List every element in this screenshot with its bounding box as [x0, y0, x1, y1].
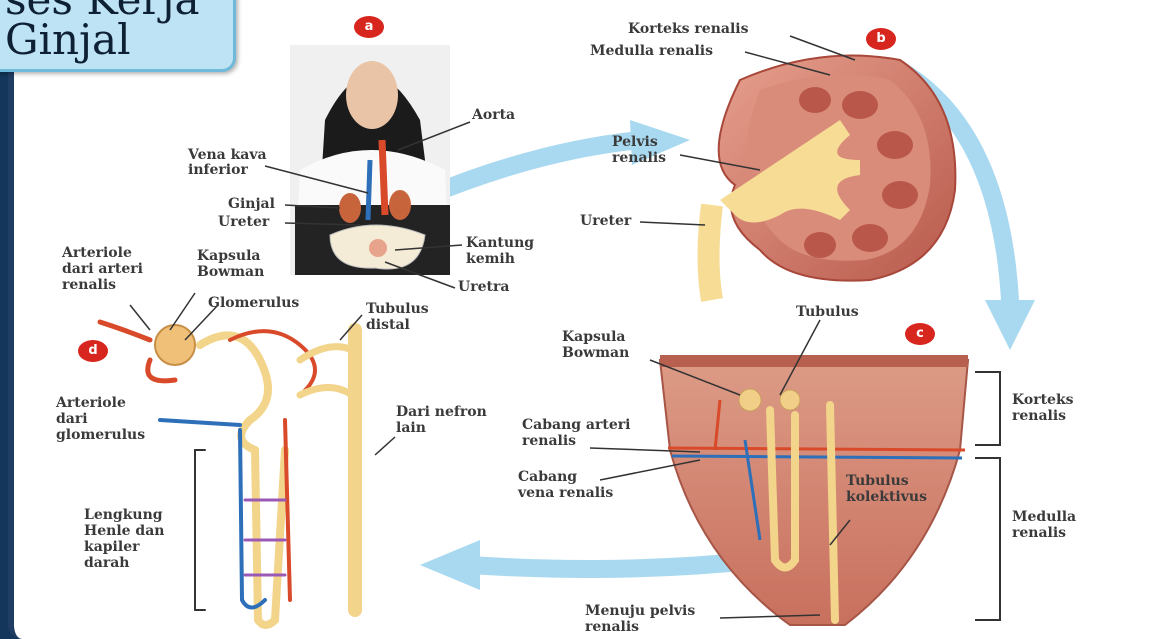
label-kantung-2: kemih — [466, 252, 515, 267]
brackets-c — [975, 372, 1000, 620]
label-vena-kava-1: Vena kava — [188, 148, 267, 163]
badge-d: d — [78, 340, 108, 362]
label-henle-1: Lengkung — [84, 508, 163, 523]
label-medulla-c-1: Medulla — [1012, 510, 1076, 525]
label-menuju-2: renalis — [585, 620, 639, 635]
label-uretra: Uretra — [458, 280, 509, 295]
label-tubulus-distal-1: Tubulus — [366, 302, 429, 317]
label-tubulus-distal-2: distal — [366, 318, 410, 333]
label-tubulus-c: Tubulus — [796, 305, 859, 320]
label-pelvis-2: renalis — [612, 151, 666, 166]
label-medulla-c-2: renalis — [1012, 526, 1066, 541]
label-henle-4: darah — [84, 556, 130, 571]
label-vena-kava-2: inferior — [188, 163, 248, 178]
label-aorta: Aorta — [472, 108, 515, 123]
title-box: ses Kerja Ginjal — [0, 0, 236, 72]
label-kapsula-d-2: Bowman — [197, 265, 264, 280]
label-kapsula-c-1: Kapsula — [562, 330, 625, 345]
title-line-2: Ginjal — [5, 19, 131, 61]
person-photo — [290, 45, 450, 275]
badge-c: c — [905, 323, 935, 345]
label-cabang-vena-2: vena renalis — [518, 486, 613, 501]
label-henle-3: kapiler — [84, 540, 139, 555]
label-korteks-b: Korteks renalis — [628, 22, 748, 37]
label-cabang-arteri-2: renalis — [522, 434, 576, 449]
label-dari-nefron-1: Dari nefron — [396, 405, 487, 420]
label-tubulus-kol-1: Tubulus — [846, 474, 909, 489]
label-tubulus-kol-2: kolektivus — [846, 490, 927, 505]
label-arteriole-glom-1: Arteriole — [56, 396, 126, 411]
label-cabang-arteri-1: Cabang arteri — [522, 418, 630, 433]
label-ureter-a: Ureter — [218, 215, 269, 230]
nephron — [100, 322, 355, 625]
label-cabang-vena-1: Cabang — [518, 470, 577, 485]
label-kantung-1: Kantung — [466, 236, 534, 251]
label-glomerulus: Glomerulus — [208, 296, 299, 311]
label-arteriole-dari-2: dari arteri — [62, 262, 143, 277]
badge-b: b — [866, 28, 896, 50]
label-menuju-1: Menuju pelvis — [585, 604, 695, 619]
label-pelvis-1: Pelvis — [612, 135, 658, 150]
label-ginjal: Ginjal — [228, 197, 275, 212]
label-arteriole-glom-2: dari — [56, 412, 88, 427]
label-kapsula-c-2: Bowman — [562, 346, 629, 361]
label-arteriole-dari-1: Arteriole — [62, 246, 132, 261]
label-medulla-b: Medulla renalis — [590, 44, 713, 59]
label-ureter-b: Ureter — [580, 214, 631, 229]
label-dari-nefron-2: lain — [396, 421, 426, 436]
label-arteriole-glom-3: glomerulus — [56, 428, 145, 443]
label-korteks-c-1: Korteks — [1012, 393, 1074, 408]
label-arteriole-dari-3: renalis — [62, 278, 116, 293]
label-korteks-c-2: renalis — [1012, 409, 1066, 424]
label-henle-2: Henle dan — [84, 524, 164, 539]
badge-a: a — [354, 16, 384, 38]
kidney-cross-section — [709, 56, 956, 301]
label-kapsula-d-1: Kapsula — [197, 249, 260, 264]
